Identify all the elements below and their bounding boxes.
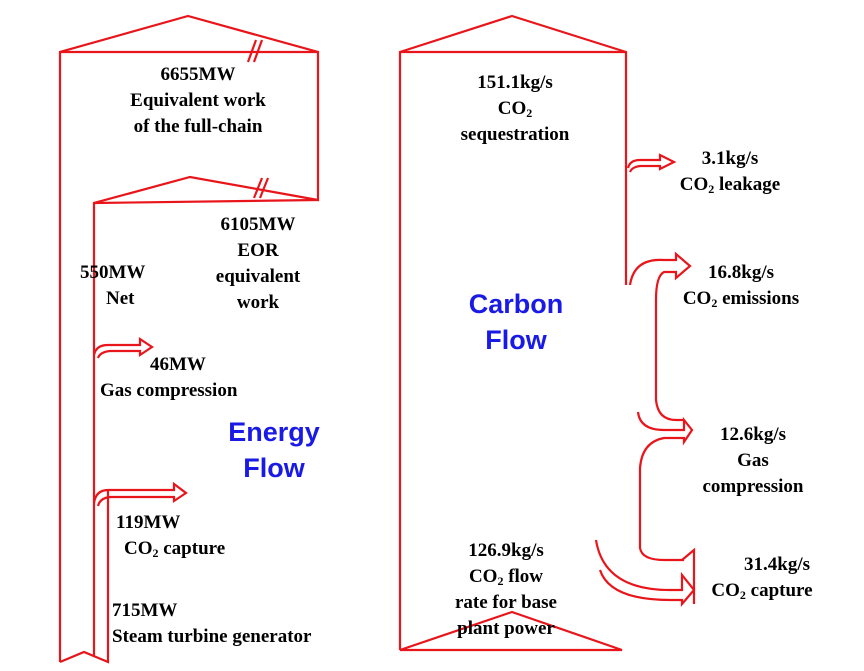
carbon-flow-title: Carbon Flow <box>456 286 576 358</box>
energy-gas-compression-label: 46MW Gas compression <box>100 352 237 404</box>
base-flow-line4: plant power <box>457 618 555 639</box>
carbon-capture-join <box>681 547 696 604</box>
carbon-capture-text: CO2 capture <box>690 578 834 604</box>
energy-capture-post: capture <box>158 538 226 559</box>
energy-capture-arrow <box>92 481 188 507</box>
emissions-post: emissions <box>717 288 800 309</box>
turbine-value: 715MW <box>112 600 178 621</box>
emissions-value: 16.8kg/s <box>708 262 774 283</box>
sequestration-text: sequestration <box>460 124 570 145</box>
energy-bottom-notch <box>59 490 110 664</box>
emissions-label: 16.8kg/s CO2 emissions <box>666 260 816 312</box>
emissions-co: CO <box>682 288 712 309</box>
energy-break-mark-mid <box>252 177 270 199</box>
carbon-gas-compression-value: 12.6kg/s <box>720 424 786 445</box>
eor-line3: work <box>236 292 280 313</box>
eor-label: 6105MW EOR equivalent work <box>208 212 308 316</box>
energy-full-chain-outline <box>58 14 320 662</box>
base-flow-sub: 2 <box>497 574 504 588</box>
eor-line2: equivalent <box>215 266 301 287</box>
carbon-capture-sub: 2 <box>739 588 746 602</box>
carbon-capture-co: CO <box>711 580 740 601</box>
carbon-title-line2: Flow <box>485 325 547 355</box>
net-text: Net <box>106 288 135 309</box>
energy-break-mark-top <box>246 39 264 63</box>
leakage-label: 3.1kg/s CO2 leakage <box>660 146 800 198</box>
base-flow-line3: rate for base <box>454 592 557 613</box>
emissions-text: CO2 emissions <box>666 286 816 312</box>
energy-flow-lines <box>58 14 320 664</box>
carbon-gas-compression-arrow <box>636 411 694 562</box>
carbon-gas-compression-line2: compression <box>702 476 804 497</box>
base-flow-value: 126.9kg/s <box>468 540 544 561</box>
sequestration-sub: 2 <box>526 106 533 120</box>
energy-capture-text: CO2 capture <box>116 536 225 562</box>
sequestration-co: CO <box>497 98 527 119</box>
sequestration-value: 151.1kg/s <box>477 72 553 93</box>
base-flow-label: 126.9kg/s CO2 flow rate for base plant p… <box>426 538 586 642</box>
energy-flow-title: Energy Flow <box>214 414 334 486</box>
energy-capture-sub: 2 <box>152 546 159 560</box>
sequestration-label: 151.1kg/s CO2 sequestration <box>440 70 590 148</box>
full-chain-label: 6655MW Equivalent work of the full-chain <box>108 62 288 140</box>
leakage-value: 3.1kg/s <box>701 148 759 169</box>
carbon-gas-compression-line1: Gas <box>737 450 769 471</box>
carbon-leakage-arrow <box>626 153 677 173</box>
energy-gas-compression-value: 46MW <box>150 354 206 375</box>
carbon-capture-label: 31.4kg/s CO2 capture <box>690 552 834 604</box>
net-label: 550MW Net <box>80 260 145 312</box>
carbon-gas-compression-label: 12.6kg/s Gas compression <box>688 422 818 500</box>
leakage-text: CO2 leakage <box>660 172 800 198</box>
carbon-bottom-triangle <box>399 610 623 652</box>
eor-value: 6105MW <box>220 214 296 235</box>
net-value: 550MW <box>80 262 146 283</box>
sequestration-co2: CO2 <box>440 96 590 122</box>
energy-capture-co: CO <box>124 538 153 559</box>
leakage-post: leakage <box>714 174 781 195</box>
energy-title-line2: Flow <box>243 453 305 483</box>
energy-capture-label: 119MW CO2 capture <box>116 510 225 562</box>
carbon-flow-lines <box>398 14 696 652</box>
leakage-co: CO <box>679 174 709 195</box>
energy-eor-roof <box>93 198 319 205</box>
energy-capture-value: 119MW <box>116 512 181 533</box>
full-chain-line2: of the full-chain <box>133 116 263 137</box>
carbon-capture-arrow <box>594 539 696 607</box>
energy-gas-compression-arrow <box>92 336 154 359</box>
carbon-emissions-arrow <box>628 251 692 422</box>
leakage-sub: 2 <box>708 182 715 196</box>
base-flow-post: flow <box>503 566 544 587</box>
turbine-label: 715MW Steam turbine generator <box>112 598 311 650</box>
base-flow-co2: CO2 flow <box>426 564 586 590</box>
base-flow-co: CO <box>468 566 498 587</box>
carbon-main-outline <box>398 14 628 650</box>
energy-gas-compression-text: Gas compression <box>100 380 238 401</box>
full-chain-line1: Equivalent work <box>130 90 266 111</box>
carbon-capture-post: capture <box>745 580 813 601</box>
energy-title-line1: Energy <box>228 417 320 447</box>
carbon-capture-value: 31.4kg/s <box>744 554 810 575</box>
emissions-sub: 2 <box>711 296 718 310</box>
eor-line1: EOR <box>237 240 279 261</box>
turbine-text: Steam turbine generator <box>112 626 312 647</box>
carbon-title-line1: Carbon <box>468 289 564 319</box>
full-chain-value: 6655MW <box>160 64 236 85</box>
